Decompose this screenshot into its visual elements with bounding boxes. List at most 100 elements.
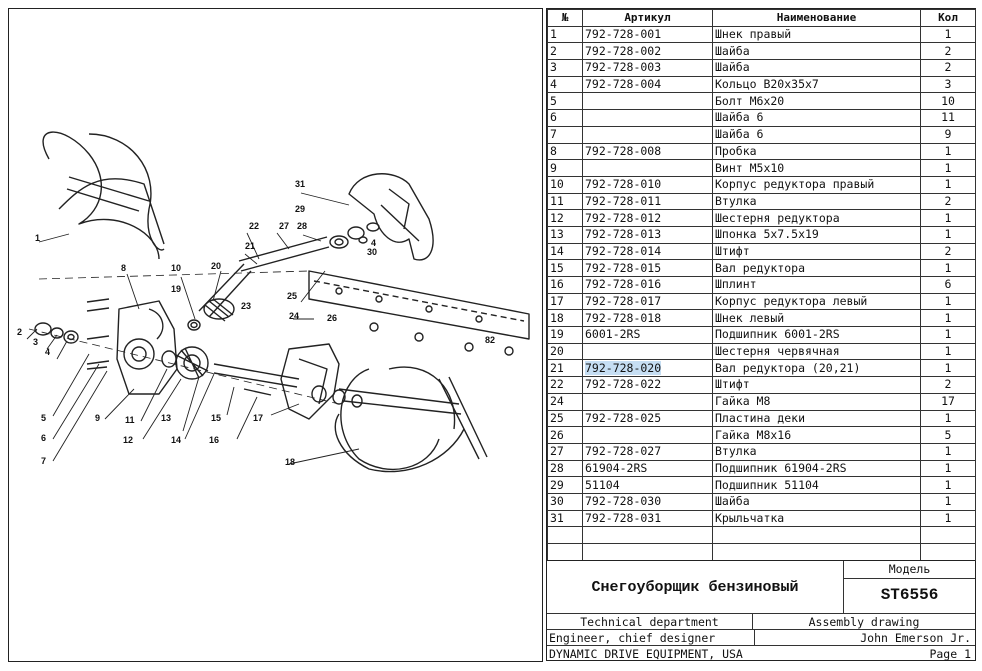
table-row[interactable] [547, 526, 976, 544]
selected-article-highlight[interactable]: 792-728-020 [585, 360, 662, 375]
department: Technical department [547, 614, 753, 630]
cell-article: 792-728-015 [582, 259, 713, 277]
cell-qty: 1 [920, 209, 976, 227]
cell-name: Подшипник 6001-2RS [712, 326, 921, 344]
cell-article: 792-728-020 [582, 359, 713, 378]
cell-article: 51104 [582, 476, 713, 494]
cell-name: Подшипник 51104 [712, 476, 921, 494]
cell-article: 61904-2RS [582, 459, 713, 478]
cell-qty: 1 [920, 442, 976, 461]
callout-13: 13 [161, 413, 171, 423]
cell-qty: 5 [920, 426, 976, 444]
title-block-row-company: DYNAMIC DRIVE EQUIPMENT, USA Page 1 [547, 645, 975, 663]
cell-article: 792-728-018 [582, 309, 713, 328]
cell-num: 22 [547, 376, 583, 394]
cell-name: Шайба [712, 42, 921, 61]
cell-name: Шестерня редуктора [712, 209, 921, 227]
callout-11: 11 [125, 415, 135, 425]
cell-article [582, 392, 713, 411]
cell-name: Штифт [712, 376, 921, 394]
callout-26: 26 [327, 313, 337, 323]
cell-num [547, 526, 583, 544]
callout-19: 19 [171, 284, 181, 294]
model-number: ST6556 [880, 586, 939, 604]
cell-num: 27 [547, 442, 583, 461]
cell-qty: 9 [920, 125, 976, 144]
cell-name: Вал редуктора (20,21) [712, 359, 921, 378]
cell-qty: 1 [920, 409, 976, 428]
cell-article: 792-728-025 [582, 409, 713, 428]
cell-name: Винт M5x10 [712, 159, 921, 177]
cell-num: 15 [547, 259, 583, 277]
page-number: Page 1 [929, 647, 971, 661]
cell-qty: 1 [920, 142, 976, 161]
role: Engineer, chief designer [547, 630, 755, 646]
cell-name: Шестерня червячная [712, 342, 921, 361]
cell-qty: 1 [920, 25, 976, 44]
cell-num: 17 [547, 292, 583, 311]
cell-qty: 1 [920, 225, 976, 244]
cell-num: 12 [547, 209, 583, 227]
cell-qty: 2 [920, 59, 976, 77]
cell-num: 7 [547, 125, 583, 144]
cell-article: 792-728-010 [582, 175, 713, 194]
column-header-num: № [547, 9, 583, 27]
cell-num: 5 [547, 92, 583, 111]
callout-28: 28 [297, 221, 307, 231]
callout-3: 3 [33, 337, 38, 347]
cell-num: 2 [547, 42, 583, 61]
callout-25: 25 [287, 291, 297, 301]
callout-22: 22 [249, 221, 259, 231]
cell-name: Шайба 6 [712, 109, 921, 127]
cell-name: Кольцо B20x35x7 [712, 75, 921, 94]
cell-name: Крыльчатка [712, 509, 921, 528]
title-block-row-person: Engineer, chief designer John Emerson Jr… [547, 629, 975, 646]
cell-qty: 10 [920, 92, 976, 111]
exploded-view-drawing: 1 2 3 4 5 6 7 8 9 10 11 12 13 14 15 16 1… [8, 8, 543, 662]
callout-18: 18 [285, 457, 295, 467]
cell-article [582, 92, 713, 111]
cell-article: 792-728-022 [582, 376, 713, 394]
cell-article: 792-728-013 [582, 225, 713, 244]
title-block-footer: Technical department Assembly drawing En… [547, 613, 975, 662]
cell-qty: 1 [920, 259, 976, 277]
cell-num: 4 [547, 75, 583, 94]
assembly-illustration: 1 2 3 4 5 6 7 8 9 10 11 12 13 14 15 16 1… [17, 131, 530, 473]
table-row[interactable] [547, 543, 976, 561]
cell-num: 11 [547, 192, 583, 211]
cell-article: 792-728-031 [582, 509, 713, 528]
cell-qty: 1 [920, 459, 976, 478]
